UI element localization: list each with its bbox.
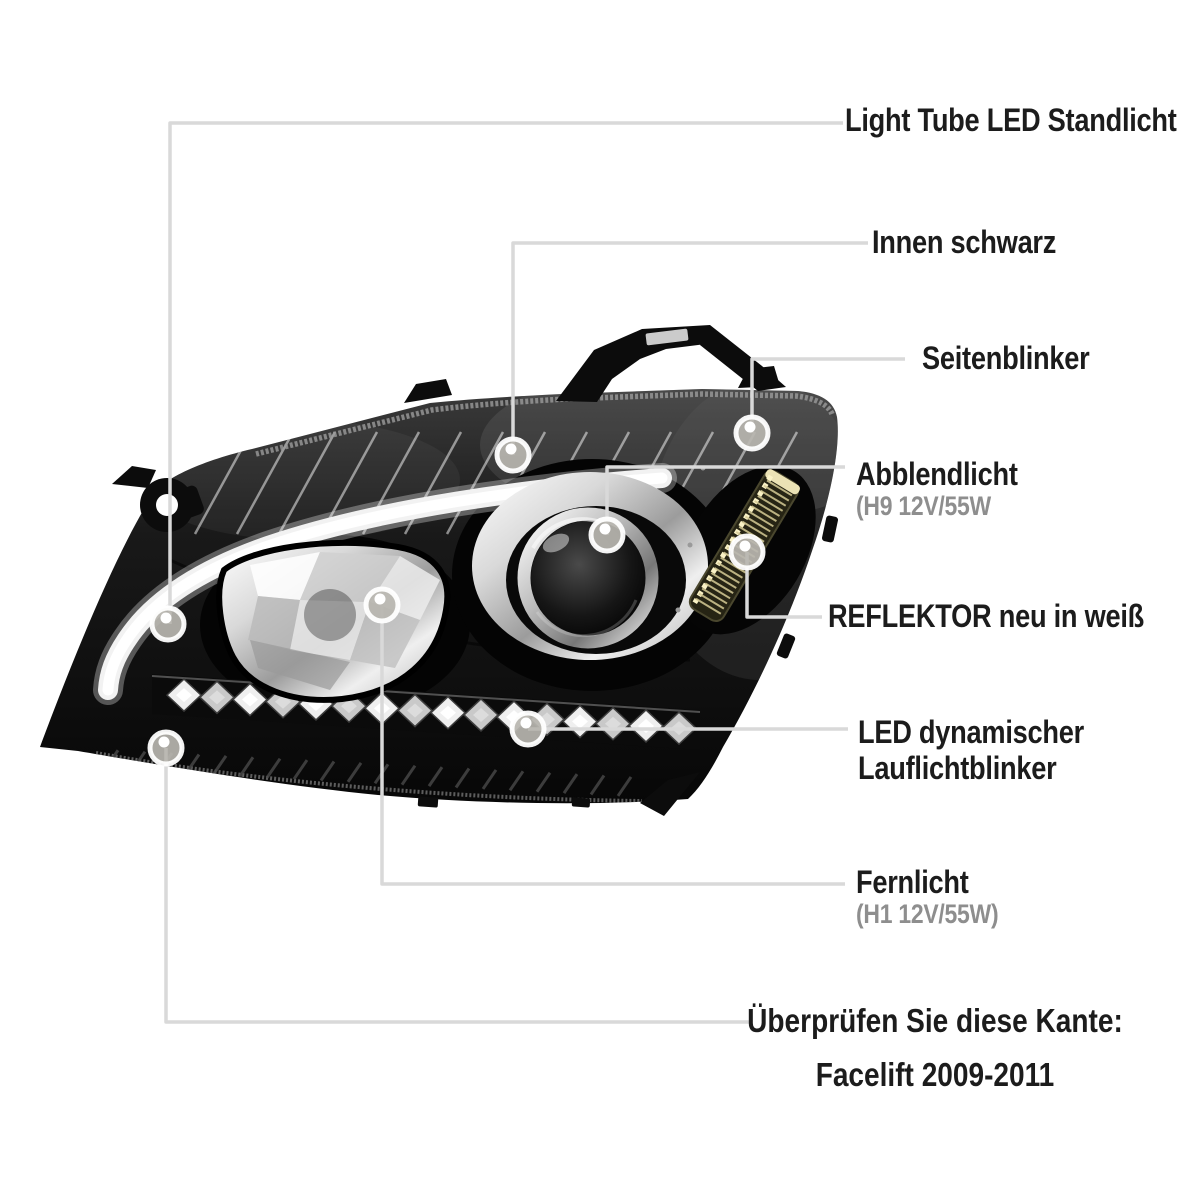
callout-line-inner-black	[511, 241, 868, 455]
far-left-tab	[112, 466, 156, 488]
bottom-fin	[640, 772, 700, 816]
callout-dot-low-beam	[588, 516, 626, 554]
edge-check-line1: Überprüfen Sie diese Kante:	[747, 1002, 1123, 1039]
bracket-slot	[645, 328, 689, 346]
callout-label-led-indicator: LED dynamischer	[858, 714, 1084, 750]
edge-check-line2: Facelift 2009-2011	[815, 1056, 1055, 1093]
callout-line-edge-check	[164, 748, 750, 1024]
right-edge-tab-upper	[821, 515, 839, 543]
callout-line-side-indicator	[750, 357, 905, 433]
callout-label-high-beam: Fernlicht	[856, 864, 969, 900]
callout-label-led-indicator-line2: Lauflichtblinker	[858, 750, 1057, 786]
bottom-trim-strip	[95, 751, 643, 803]
callout-line-low-beam	[605, 465, 845, 535]
mounting-eyelet	[140, 478, 204, 532]
callout-spec-low-beam: (H9 12V/55W	[856, 491, 991, 521]
callout-label-light-tube: Light Tube LED Standlicht	[845, 102, 1177, 138]
callout-spec-high-beam: (H1 12V/55W)	[856, 899, 999, 929]
bottom-tab-left	[417, 796, 439, 808]
callout-line-reflector	[745, 552, 822, 619]
callout-dot-side-indicator	[733, 414, 771, 452]
callout-dot-reflector	[728, 533, 766, 571]
left-tab	[404, 379, 452, 403]
mounting-brackets	[112, 325, 839, 816]
callout-dot-light-tube	[149, 605, 187, 643]
bottom-tab-right	[571, 797, 591, 808]
center-bracket	[556, 325, 714, 402]
callout-label-low-beam: Abblendlicht	[856, 456, 1018, 492]
low-beam-projector	[472, 472, 708, 660]
edge-check-note: Überprüfen Sie diese Kante: Facelift 200…	[740, 1004, 1131, 1091]
right-edge-tab-lower	[776, 633, 796, 659]
callout-dot-led-indicator	[509, 710, 547, 748]
callout-label-reflector: REFLEKTOR neu in weiß	[828, 598, 1145, 634]
callout-dot-inner-black	[494, 436, 532, 474]
callout-dot-edge-check	[147, 729, 185, 767]
callout-line-light-tube	[168, 121, 843, 624]
callout-dot-high-beam	[363, 586, 401, 624]
right-tab	[738, 366, 780, 388]
callout-label-side-indicator: Seitenblinker	[922, 340, 1090, 376]
projector-lens	[531, 521, 645, 635]
callout-line-high-beam	[380, 605, 845, 886]
callout-label-inner-black: Innen schwarz	[872, 224, 1057, 260]
